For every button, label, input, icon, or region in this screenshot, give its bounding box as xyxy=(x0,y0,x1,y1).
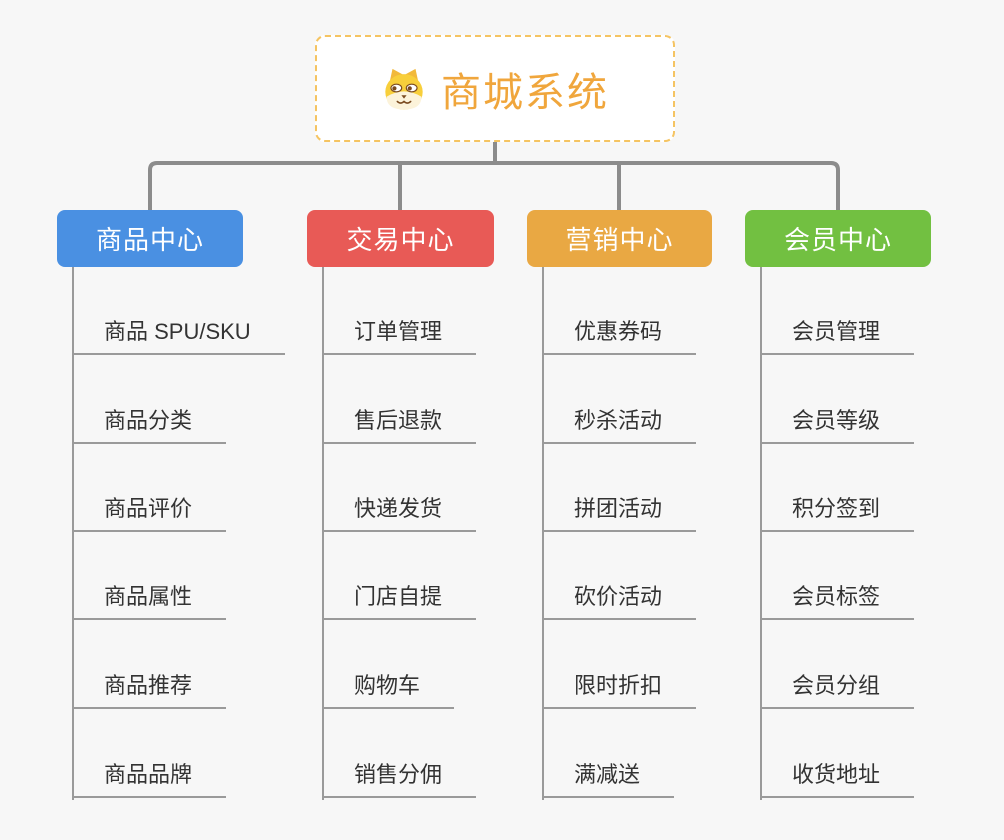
leaf-node[interactable]: 销售分佣 xyxy=(322,756,477,798)
leaf-node[interactable]: 拼团活动 xyxy=(542,490,697,532)
branch-spine-line xyxy=(322,267,324,800)
leaf-node[interactable]: 商品推荐 xyxy=(72,667,227,709)
root-node-mall-system[interactable]: 商城系统 xyxy=(315,35,675,142)
leaf-node[interactable]: 售后退款 xyxy=(322,402,477,444)
leaf-node[interactable]: 商品 SPU/SKU xyxy=(72,313,285,355)
leaf-node[interactable]: 会员等级 xyxy=(760,402,915,444)
leaf-node[interactable]: 收货地址 xyxy=(760,756,915,798)
branch-label: 交易中心 xyxy=(346,225,455,255)
branch-node-member-center[interactable]: 会员中心 xyxy=(745,210,931,267)
branch-label: 营销中心 xyxy=(565,225,674,255)
root-title: 商城系统 xyxy=(441,70,609,115)
leaf-node[interactable]: 商品品牌 xyxy=(72,756,227,798)
branch-node-marketing-center[interactable]: 营销中心 xyxy=(527,210,712,267)
leaf-node[interactable]: 砍价活动 xyxy=(542,578,697,620)
shiba-dog-icon xyxy=(385,68,423,110)
branch-spine-line xyxy=(542,267,544,800)
leaf-node[interactable]: 商品属性 xyxy=(72,578,227,620)
leaf-node[interactable]: 满减送 xyxy=(542,756,675,798)
leaf-node[interactable]: 商品分类 xyxy=(72,402,227,444)
leaf-node[interactable]: 优惠券码 xyxy=(542,313,697,355)
leaf-node[interactable]: 积分签到 xyxy=(760,490,915,532)
leaf-node[interactable]: 会员标签 xyxy=(760,578,915,620)
leaf-node[interactable]: 快递发货 xyxy=(322,490,477,532)
branch-node-trade-center[interactable]: 交易中心 xyxy=(307,210,494,267)
leaf-node[interactable]: 门店自提 xyxy=(322,578,477,620)
leaf-node[interactable]: 秒杀活动 xyxy=(542,402,697,444)
leaf-node[interactable]: 购物车 xyxy=(322,667,455,709)
leaf-node[interactable]: 会员分组 xyxy=(760,667,915,709)
leaf-node[interactable]: 会员管理 xyxy=(760,313,915,355)
leaf-node[interactable]: 限时折扣 xyxy=(542,667,697,709)
leaf-node[interactable]: 商品评价 xyxy=(72,490,227,532)
branch-node-product-center[interactable]: 商品中心 xyxy=(57,210,243,267)
leaf-node[interactable]: 订单管理 xyxy=(322,313,477,355)
branch-bar-line xyxy=(148,161,840,210)
branch-label: 商品中心 xyxy=(95,225,204,255)
branch-spine-line xyxy=(72,267,74,800)
branch-label: 会员中心 xyxy=(783,225,892,255)
branch-spine-line xyxy=(760,267,762,800)
